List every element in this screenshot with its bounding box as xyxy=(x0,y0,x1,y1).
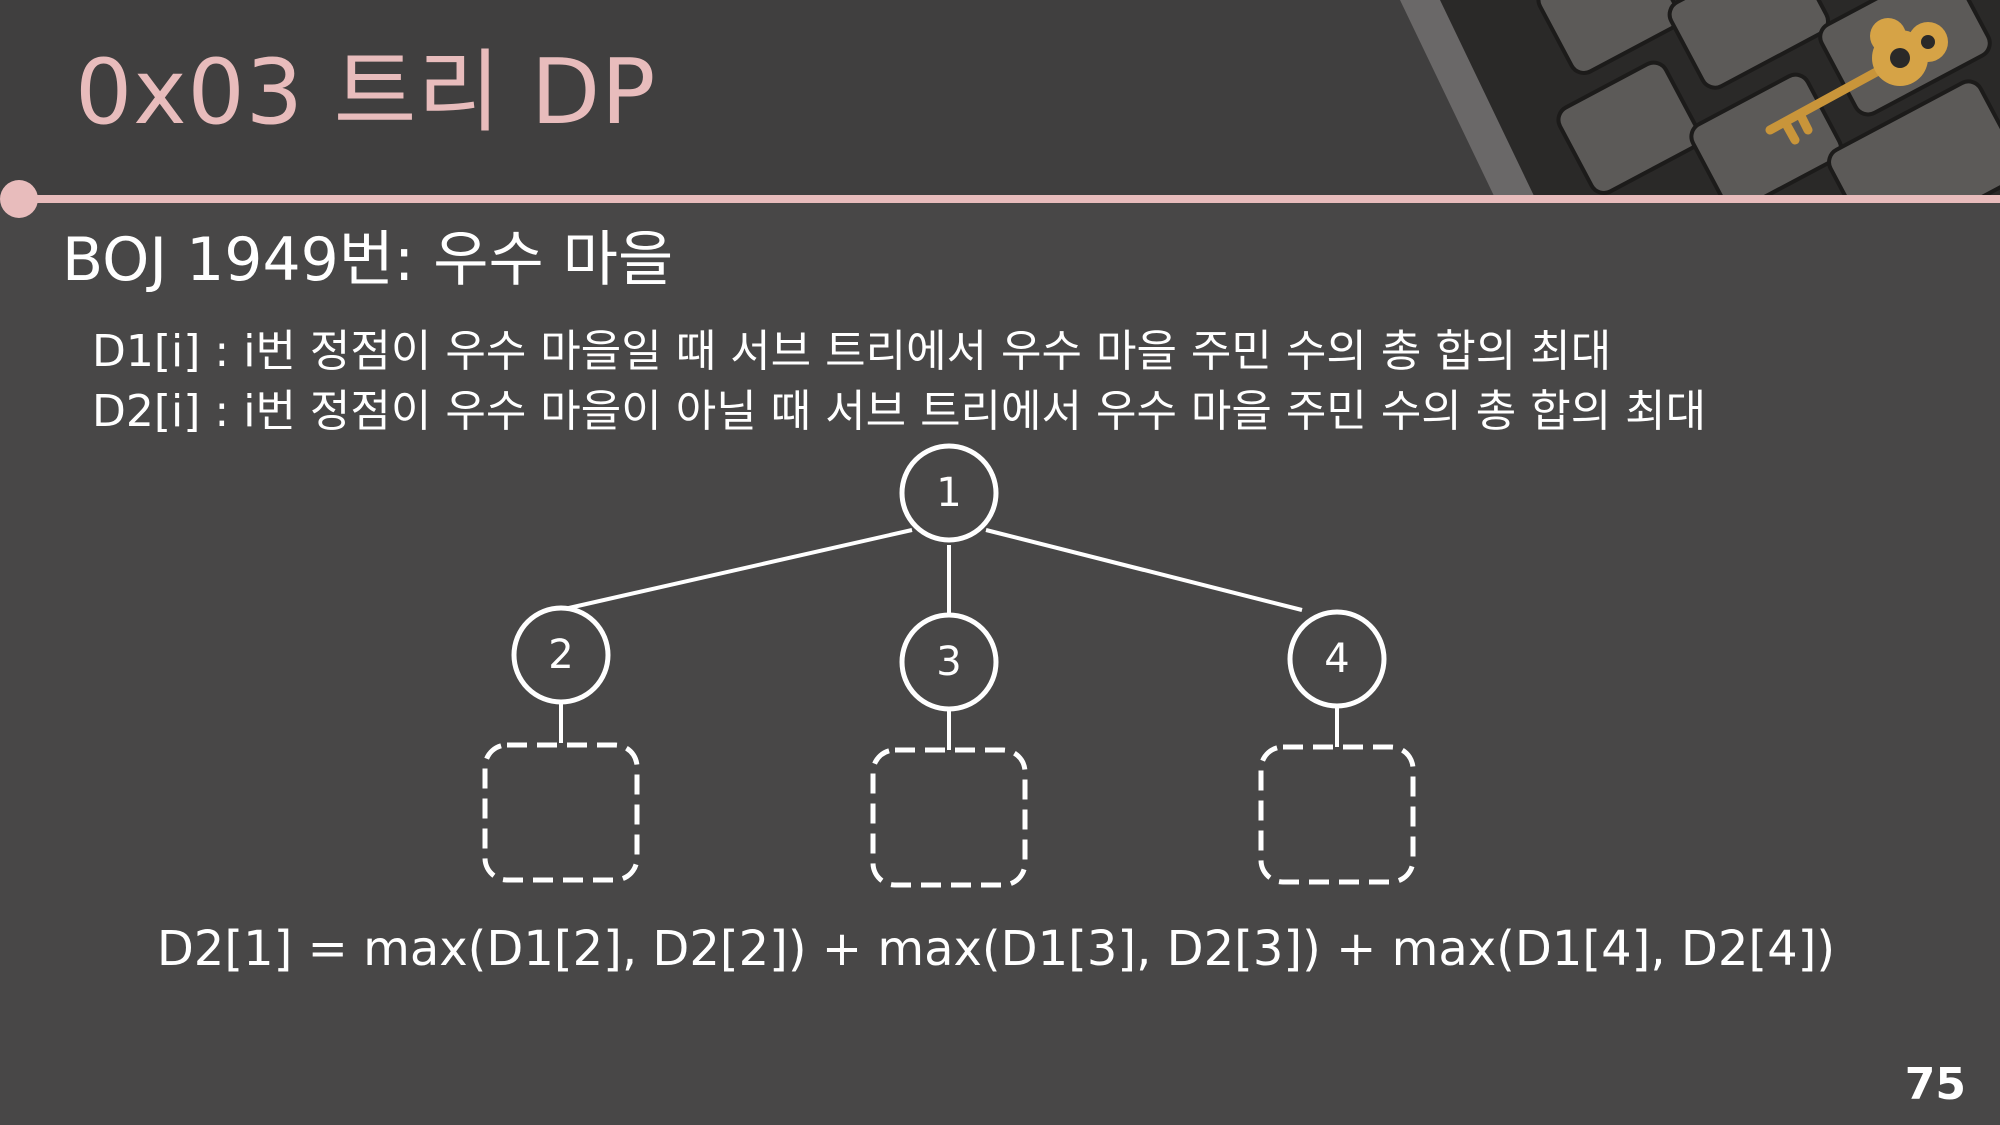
page-number: 75 xyxy=(1904,1059,1966,1110)
subtree-placeholder-2 xyxy=(482,742,640,883)
tree-node-4 xyxy=(1287,609,1387,709)
edge-1-2 xyxy=(559,528,913,612)
tree-node-2 xyxy=(511,605,611,705)
subtree-placeholder-3 xyxy=(870,747,1028,888)
tree-node-3-label: 3 xyxy=(936,639,961,685)
slide-title: 0x03 트리 DP xyxy=(75,40,657,145)
tree-node-4-label: 4 xyxy=(1324,636,1349,682)
keyboard-key-icon xyxy=(1400,0,2000,198)
tree-node-2-label: 2 xyxy=(548,632,573,678)
divider-dot xyxy=(0,180,38,218)
subtree-placeholder-4 xyxy=(1258,744,1416,885)
tree-node-1 xyxy=(899,443,999,543)
tree-node-1-label: 1 xyxy=(936,470,961,516)
tree-diagram: 1 2 3 4 xyxy=(482,443,1416,888)
definition-d2: D2[i] : i번 정점이 우수 마을이 아닐 때 서브 트리에서 우수 마을… xyxy=(92,386,1707,437)
recurrence-formula: D2[1] = max(D1[2], D2[2]) + max(D1[3], D… xyxy=(0,918,2000,980)
recurrence-formula-text: D2[1] = max(D1[2], D2[2]) + max(D1[3], D… xyxy=(156,921,1836,977)
problem-title: BOJ 1949번: 우수 마을 xyxy=(62,225,674,295)
slide-header: 0x03 트리 DP xyxy=(0,0,2000,198)
tree-node-3 xyxy=(899,612,999,712)
header-divider xyxy=(18,195,2000,203)
edge-1-4 xyxy=(985,528,1303,612)
definition-d1: D1[i] : i번 정점이 우수 마을일 때 서브 트리에서 우수 마을 주민… xyxy=(92,326,1612,377)
